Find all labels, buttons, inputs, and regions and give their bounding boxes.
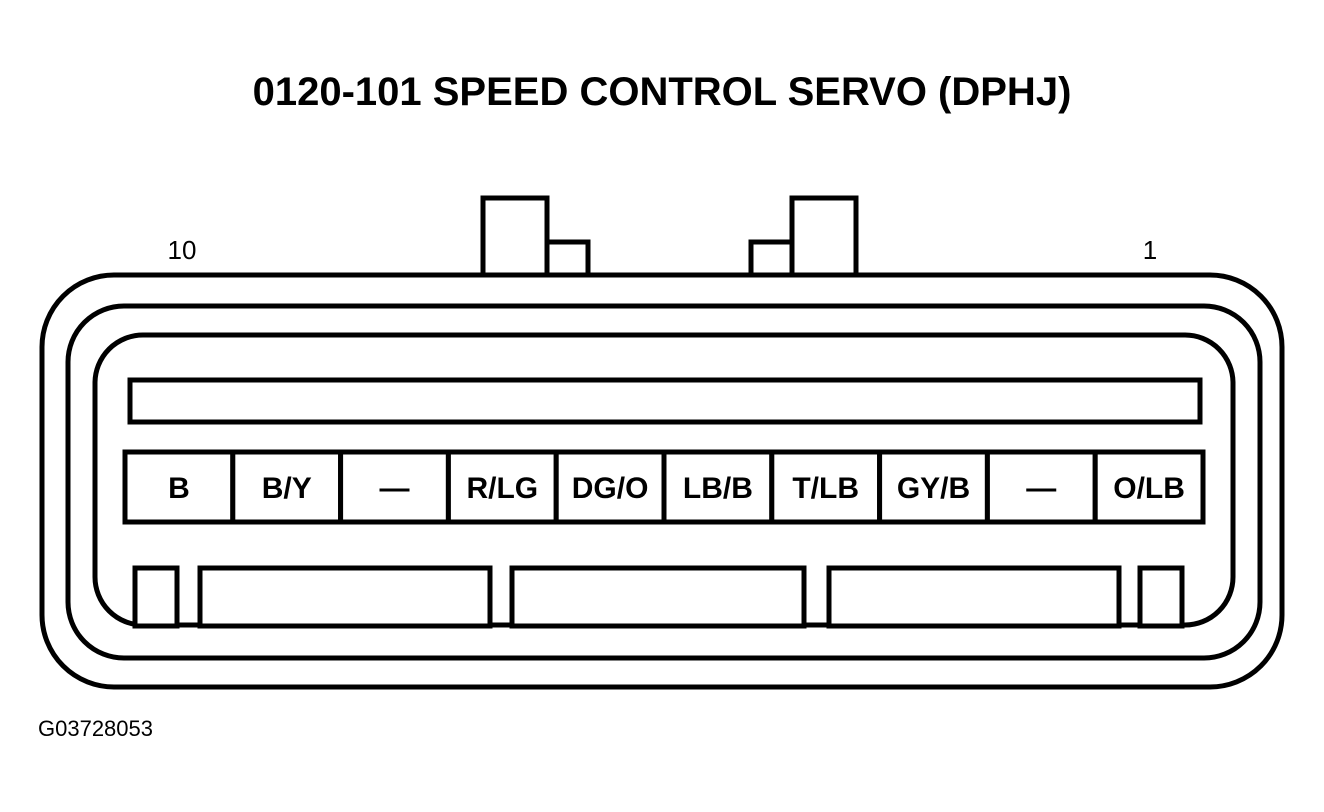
- pin-label: DG/O: [572, 472, 649, 505]
- pin-number-right: 1: [1143, 235, 1157, 265]
- lower-slot-2: [509, 565, 807, 629]
- lower-slot-left-small: [132, 565, 180, 629]
- pin-label: B: [168, 472, 190, 505]
- pin-label: O/LB: [1113, 472, 1185, 505]
- pin-cavity: [445, 449, 559, 525]
- diagram-title: 0120-101 SPEED CONTROL SERVO (DPHJ): [252, 70, 1072, 114]
- upper-terminal-slot: [127, 377, 1203, 425]
- pin-cavity-row: [122, 449, 1206, 525]
- figure-code: G03728053: [38, 716, 153, 741]
- pin-number-left: 10: [168, 235, 197, 265]
- pin-label: B/Y: [262, 472, 312, 505]
- pin-cavity: [769, 449, 883, 525]
- pin-label: —: [380, 472, 410, 505]
- pin-label: T/LB: [792, 472, 859, 505]
- pin-label: GY/B: [897, 472, 970, 505]
- pin-label: —: [1026, 472, 1056, 505]
- pin-label: R/LG: [466, 472, 538, 505]
- lower-slot-right-small: [1137, 565, 1185, 629]
- lower-slot-3: [826, 565, 1122, 629]
- pin-cavity: [1092, 449, 1206, 525]
- pin-cavity: [984, 449, 1098, 525]
- pin-cavity: [877, 449, 990, 525]
- lower-slot-1: [197, 565, 493, 629]
- pin-label: LB/B: [683, 472, 753, 505]
